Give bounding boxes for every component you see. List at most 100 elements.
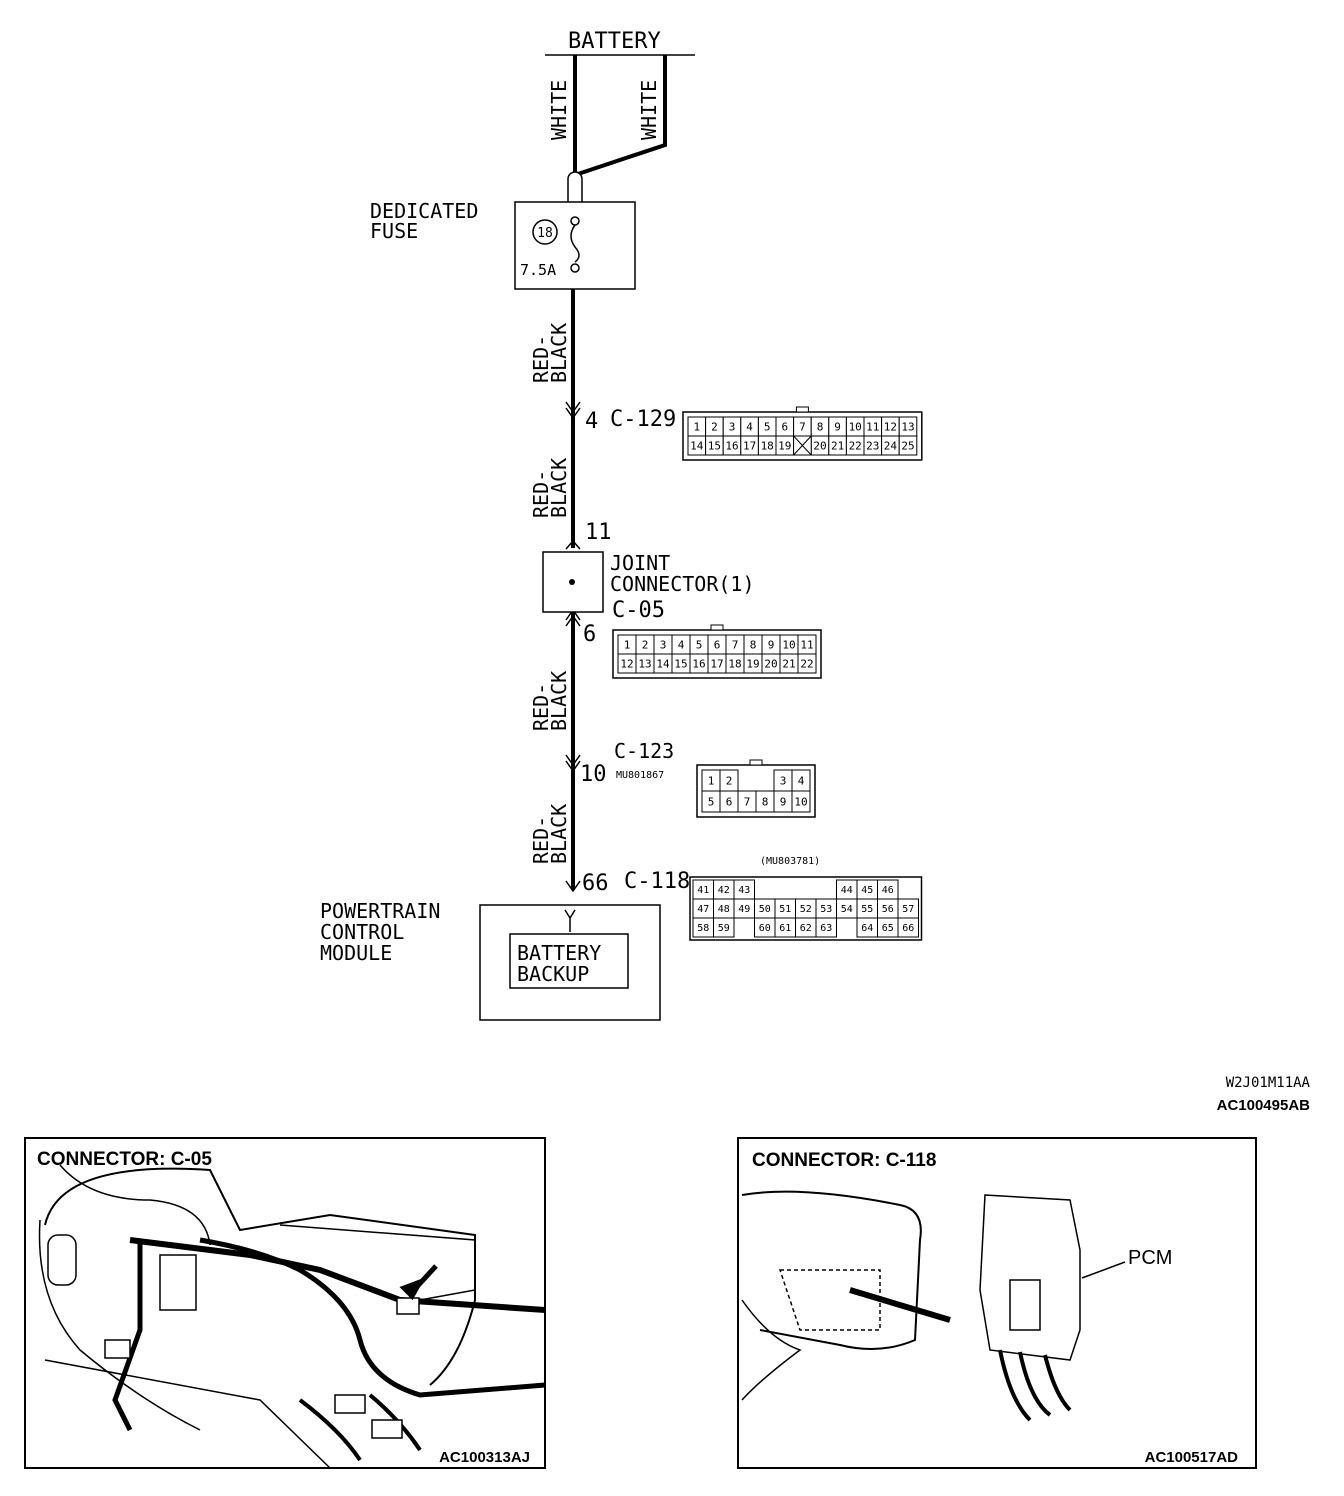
connector-pin-label: 2 xyxy=(642,638,649,651)
junction-block xyxy=(159,1254,197,1311)
connector-pin-label: 4 xyxy=(678,638,685,651)
connector-pin-label: 58 xyxy=(697,923,709,934)
connector-pin-cell xyxy=(797,653,817,674)
steering-column-curve xyxy=(59,1164,211,1246)
connector-sketch-1 xyxy=(104,1339,131,1359)
dash-lower-curve xyxy=(38,1219,201,1431)
battery-wire-right xyxy=(574,55,667,177)
connector-pin-label: 17 xyxy=(710,657,723,670)
main-harness-lower xyxy=(199,1237,546,1398)
joint-node-dot xyxy=(569,579,575,585)
seg3-color-line1: RED- xyxy=(529,683,553,731)
connector-pin-label: 3 xyxy=(729,420,736,433)
connector-pin-cell xyxy=(791,790,811,813)
connector-pin-label: 12 xyxy=(884,420,897,433)
connector-pin-label: 56 xyxy=(882,904,894,915)
connector-pin-label: 8 xyxy=(750,638,757,651)
c118-part: (MU803781) xyxy=(760,856,820,867)
connector-pin-label: 5 xyxy=(764,420,771,433)
c129-connector-marker xyxy=(565,401,581,420)
connector-pin-label: 10 xyxy=(782,638,795,651)
pcm-label-line1: POWERTRAIN xyxy=(320,899,440,923)
location-arrow xyxy=(399,1264,438,1301)
connector-pin-label: 19 xyxy=(778,439,791,452)
joint-label-line2: CONNECTOR(1) xyxy=(610,572,755,596)
connector-sketch-3 xyxy=(371,1419,403,1439)
pcm-label-line3: MODULE xyxy=(320,941,392,965)
connector-pin-label: 4 xyxy=(798,774,805,787)
dashboard-outline xyxy=(44,1167,476,1386)
panel-right-title: CONNECTOR: C-118 xyxy=(752,1150,936,1171)
connector-pin-label: 10 xyxy=(849,420,862,433)
panel-left-code: AC100313AJ xyxy=(439,1449,530,1466)
connector-c05-target xyxy=(396,1297,420,1315)
connector-pin-label: 22 xyxy=(800,657,813,670)
connector-pin-label: 7 xyxy=(732,638,739,651)
connector-pin-label: 21 xyxy=(782,657,795,670)
connector-pin-label: 46 xyxy=(882,885,894,896)
wire-color-white-left: WHITE xyxy=(547,80,571,140)
connector-pin-cell xyxy=(897,917,919,938)
seg1-color-line1: RED- xyxy=(529,335,553,383)
connector-pin-label: 55 xyxy=(861,904,873,915)
connector-pin-label: 43 xyxy=(738,885,750,896)
seg3-color-line2: BLACK xyxy=(547,671,571,731)
c123-connector-marker xyxy=(565,754,581,773)
pcm-unit-panel xyxy=(1009,1279,1041,1331)
connector-pin-label: 42 xyxy=(718,885,730,896)
connector-pin-label: 24 xyxy=(884,439,898,452)
connector-c05-location-panel: CONNECTOR: C-05 AC100313AJ xyxy=(24,1137,546,1469)
connector-pin-label: 41 xyxy=(697,885,709,896)
connector-key xyxy=(710,624,724,631)
connector-pin-label: 1 xyxy=(693,420,700,433)
connector-pin-label: 4 xyxy=(746,420,753,433)
connector-pin-label: 9 xyxy=(780,795,787,808)
connector-pin-label: 7 xyxy=(799,420,806,433)
dash-lower-edge xyxy=(741,1299,802,1401)
connector-pin-label: 6 xyxy=(726,795,733,808)
connector-pin-label: 15 xyxy=(708,439,721,452)
connector-pin-label: 1 xyxy=(708,774,715,787)
connector-pin-label: 23 xyxy=(866,439,879,452)
pcm-label-leader xyxy=(1081,1261,1126,1279)
pcm-harness xyxy=(998,1349,1072,1422)
joint-pin-top: 11 xyxy=(585,520,612,545)
panel-right-pcm-label: PCM xyxy=(1128,1247,1172,1269)
c129-pin: 4 xyxy=(585,409,598,434)
connector-pin-label: 47 xyxy=(697,904,709,915)
seg4-color-line2: BLACK xyxy=(547,804,571,864)
connector-pin-label: 52 xyxy=(800,904,812,915)
connector-key xyxy=(795,406,809,413)
c129-name: C-129 xyxy=(610,407,676,432)
battery-backup-line1: BATTERY xyxy=(517,941,601,965)
fuse-label-line2: FUSE xyxy=(370,219,418,243)
pcm-label-line2: CONTROL xyxy=(320,920,404,944)
dash-corner-outline xyxy=(741,1190,922,1350)
connector-pin-label: 2 xyxy=(711,420,718,433)
connector-pin-label: 5 xyxy=(708,795,715,808)
fuse-element xyxy=(570,224,580,263)
connector-pin-label: 48 xyxy=(718,904,730,915)
connector-pin-label: 14 xyxy=(690,439,704,452)
connector-pin-label: 20 xyxy=(764,657,777,670)
connector-pin-label: 11 xyxy=(866,420,879,433)
main-harness-upper xyxy=(129,1237,546,1313)
connector-pin-label: 14 xyxy=(656,657,670,670)
pcm-terminal-symbol xyxy=(564,909,576,932)
connector-pin-label: 8 xyxy=(817,420,824,433)
connector-pin-label: 20 xyxy=(813,439,826,452)
seg2-color-line2: BLACK xyxy=(547,458,571,518)
harness-left-branch xyxy=(112,1240,143,1432)
connector-pin-label: 10 xyxy=(794,795,807,808)
seg1-color-line2: BLACK xyxy=(547,323,571,383)
c118-name: C-118 xyxy=(624,869,690,894)
connector-pin-label: 18 xyxy=(728,657,741,670)
connector-pin-label: 9 xyxy=(768,638,775,651)
connector-pin-label: 7 xyxy=(744,795,751,808)
connector-pin-label: 57 xyxy=(902,904,914,915)
connector-pin-label: 61 xyxy=(779,923,791,934)
c118-pin: 66 xyxy=(582,871,609,896)
connector-pin-cell xyxy=(815,917,837,938)
